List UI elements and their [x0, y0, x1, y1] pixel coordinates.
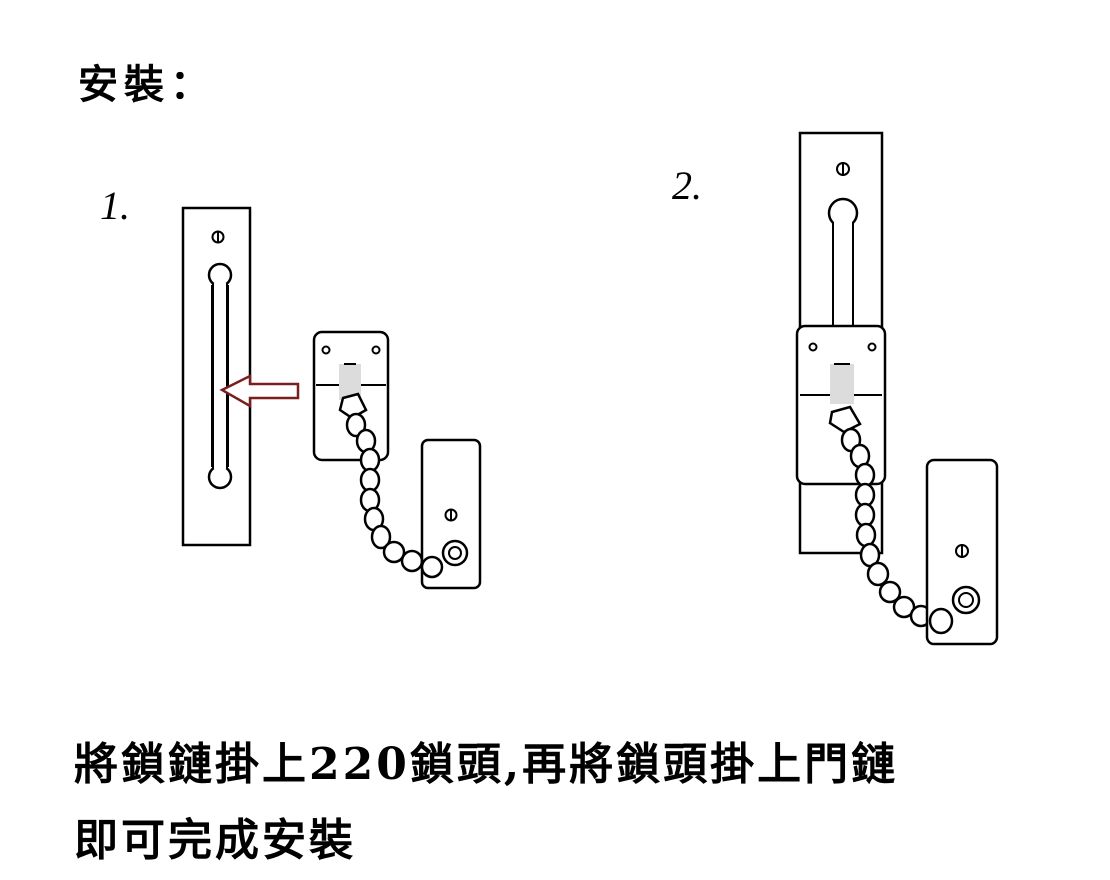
chain-links [345, 412, 444, 579]
step-2-label: 2. [672, 163, 702, 208]
step-1-illustration [181, 206, 482, 590]
instruction-line-1: 將鎖鏈掛上220鎖頭,再將鎖頭掛上門鏈 [74, 739, 899, 790]
installation-diagram [181, 131, 999, 646]
chain-links [840, 427, 933, 628]
slot-plate [181, 206, 252, 547]
chain-lock-body [795, 324, 887, 486]
anchor-plate [420, 438, 482, 590]
insert-direction-arrow-icon [219, 373, 300, 409]
screw-icon [955, 544, 969, 558]
screw-icon [836, 162, 850, 176]
chain-lock-body [312, 330, 390, 462]
instruction-line-2: 即可完成安裝 [74, 815, 356, 866]
screw-icon [444, 508, 458, 522]
step-1-label: 1. [100, 183, 130, 228]
step-2-illustration [795, 131, 999, 646]
anchor-plate [925, 458, 999, 646]
screw-icon [211, 230, 225, 244]
install-title: 安裝： [78, 61, 216, 108]
